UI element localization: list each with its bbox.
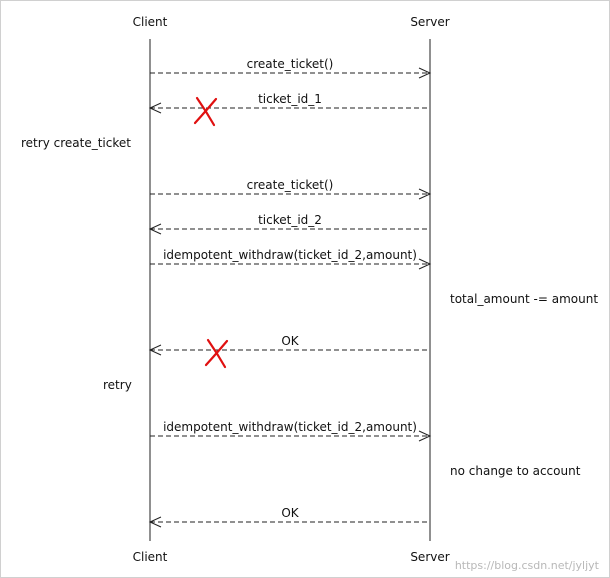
server-header: Server [410,15,449,29]
note-server-debit: total_amount -= amount [450,292,598,306]
message-label: OK [281,334,299,348]
client-header: Client [133,15,168,29]
note-retry: retry [103,378,132,392]
message-3: create_ticket() [150,178,432,200]
arrowhead-icon [418,430,432,442]
message-4: ticket_id_2 [148,213,430,235]
arrowhead-icon [418,188,432,200]
arrowhead-icon [148,223,162,235]
message-6: OK [148,334,430,369]
lost-message-x-icon [204,338,229,369]
message-5: idempotent_withdraw(ticket_id_2,amount) [150,248,432,270]
message-label: idempotent_withdraw(ticket_id_2,amount) [163,248,417,262]
arrowhead-icon [418,258,432,270]
message-label: ticket_id_1 [258,92,322,106]
message-label: idempotent_withdraw(ticket_id_2,amount) [163,420,417,434]
watermark: https://blog.csdn.net/jyljyt [455,559,600,572]
messages: create_ticket() ticket_id_1 create_ticket(… [148,57,432,528]
message-7: idempotent_withdraw(ticket_id_2,amount) [150,420,432,442]
note-retry-create-ticket: retry create_ticket [21,136,131,150]
arrowhead-icon [418,67,432,79]
client-footer: Client [133,550,168,564]
server-footer: Server [410,550,449,564]
message-label: ticket_id_2 [258,213,322,227]
arrowhead-icon [148,516,162,528]
message-2: ticket_id_1 [148,92,430,127]
message-8: OK [148,506,430,528]
lost-message-x-icon [193,96,218,127]
message-label: create_ticket() [247,57,334,71]
message-1: create_ticket() [150,57,432,79]
arrowhead-icon [148,344,162,356]
arrowhead-icon [148,102,162,114]
note-no-change: no change to account [450,464,581,478]
message-label: OK [281,506,299,520]
message-label: create_ticket() [247,178,334,192]
